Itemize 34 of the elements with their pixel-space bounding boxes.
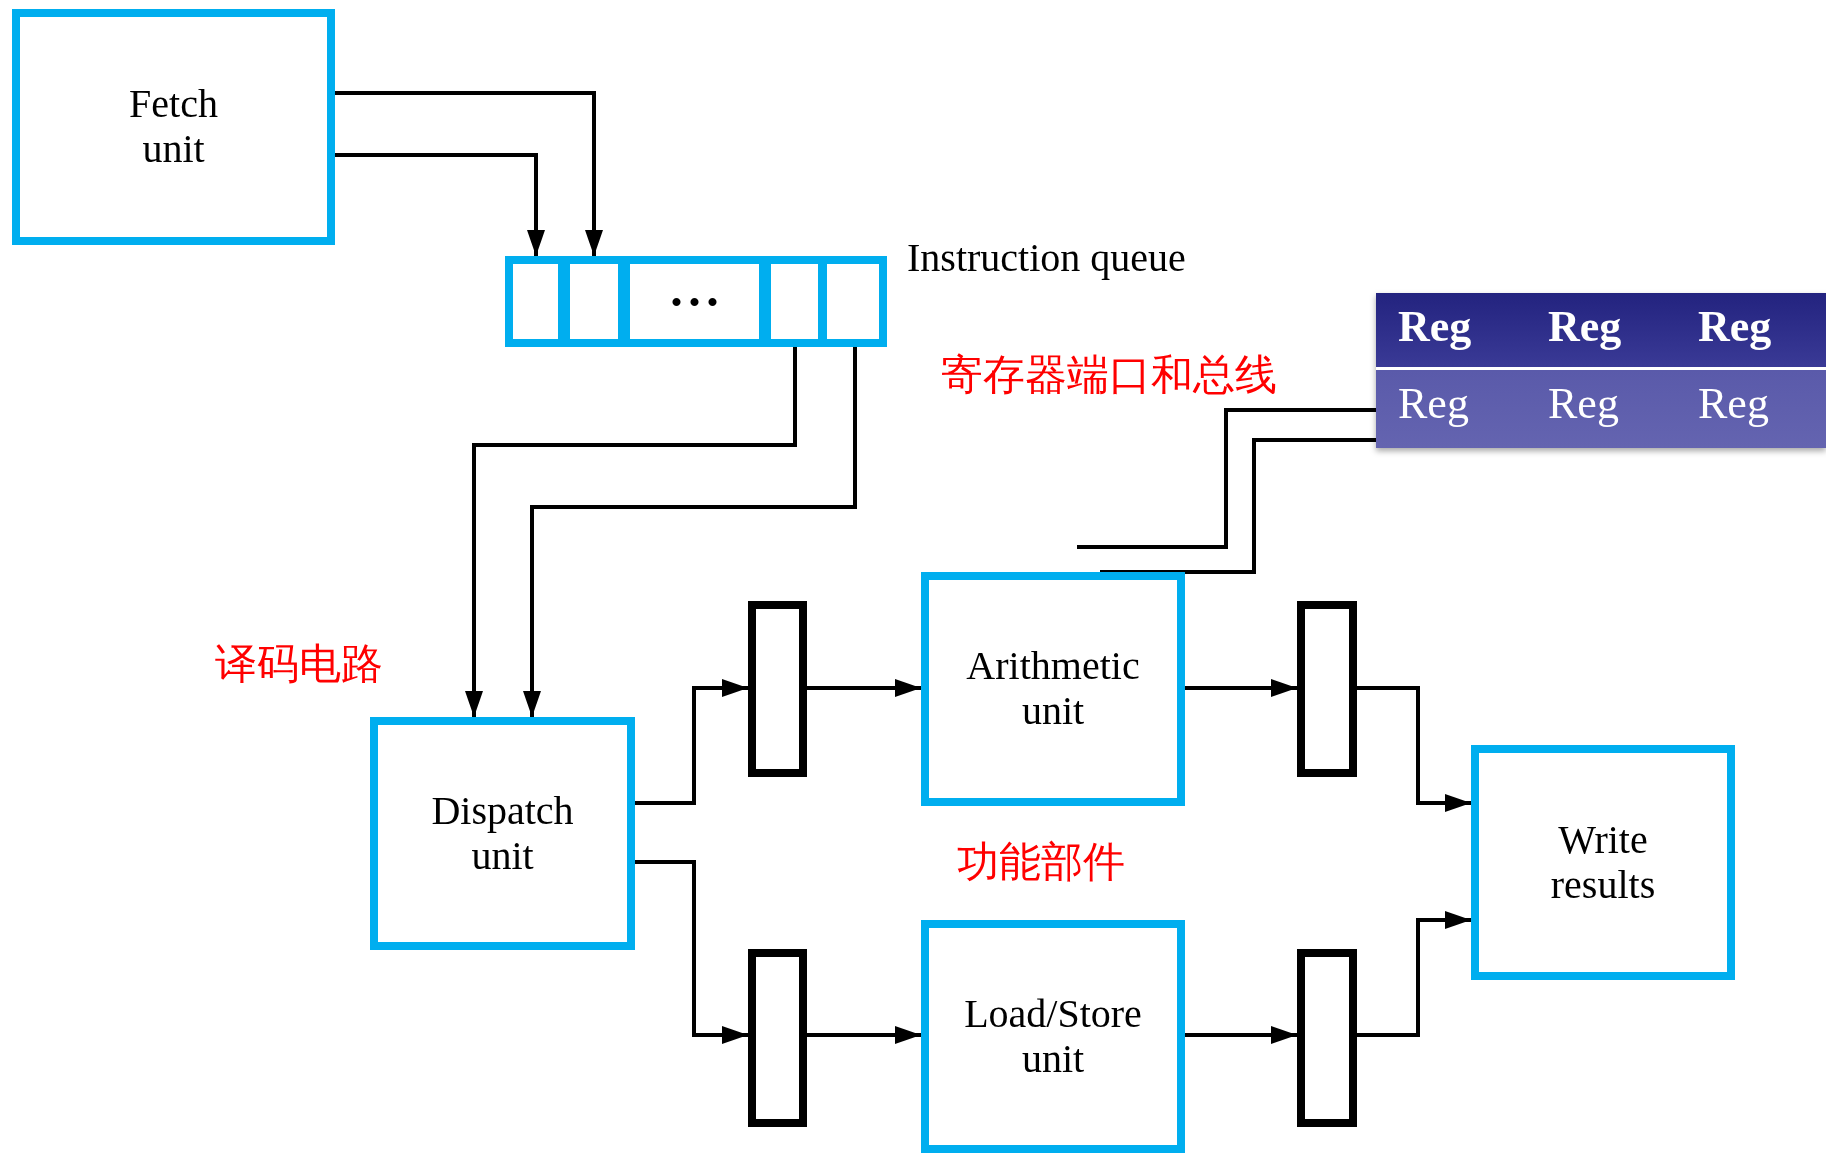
arrow	[807, 1026, 921, 1044]
annotation-label: 功能部件	[957, 836, 1125, 888]
queue-caption: Instruction queue	[907, 234, 1186, 281]
arrow	[1357, 686, 1471, 812]
latch-bar	[748, 601, 807, 777]
latch-bar	[748, 949, 807, 1127]
arrow	[335, 91, 603, 256]
register-label: Reg	[1548, 378, 1619, 429]
arrow	[1185, 679, 1297, 697]
register-label: Reg	[1698, 378, 1769, 429]
arrow	[807, 679, 921, 697]
arrow	[1357, 911, 1471, 1037]
register-panel	[1376, 293, 1826, 448]
latch-bar	[1297, 601, 1357, 777]
register-label: Reg	[1548, 301, 1622, 352]
register-label: Reg	[1398, 378, 1469, 429]
unit-box: Load/Store unit	[921, 920, 1185, 1153]
unit-box: Fetch unit	[12, 9, 335, 245]
unit-box: Write results	[1471, 745, 1735, 980]
arrow	[523, 347, 857, 717]
unit-box: Arithmetic unit	[921, 572, 1185, 806]
arrow	[635, 860, 748, 1044]
latch-bar	[1297, 949, 1357, 1127]
annotation-label: 译码电路	[215, 638, 383, 690]
bus-line	[1077, 408, 1376, 549]
bus-line	[1100, 438, 1376, 574]
arrow	[335, 153, 545, 256]
arrow	[465, 347, 797, 717]
register-label: Reg	[1398, 301, 1472, 352]
register-label: Reg	[1698, 301, 1772, 352]
annotation-label: 寄存器端口和总线	[941, 349, 1277, 401]
arrow	[635, 679, 748, 805]
unit-box: Dispatch unit	[370, 717, 635, 950]
arrow	[1185, 1026, 1297, 1044]
